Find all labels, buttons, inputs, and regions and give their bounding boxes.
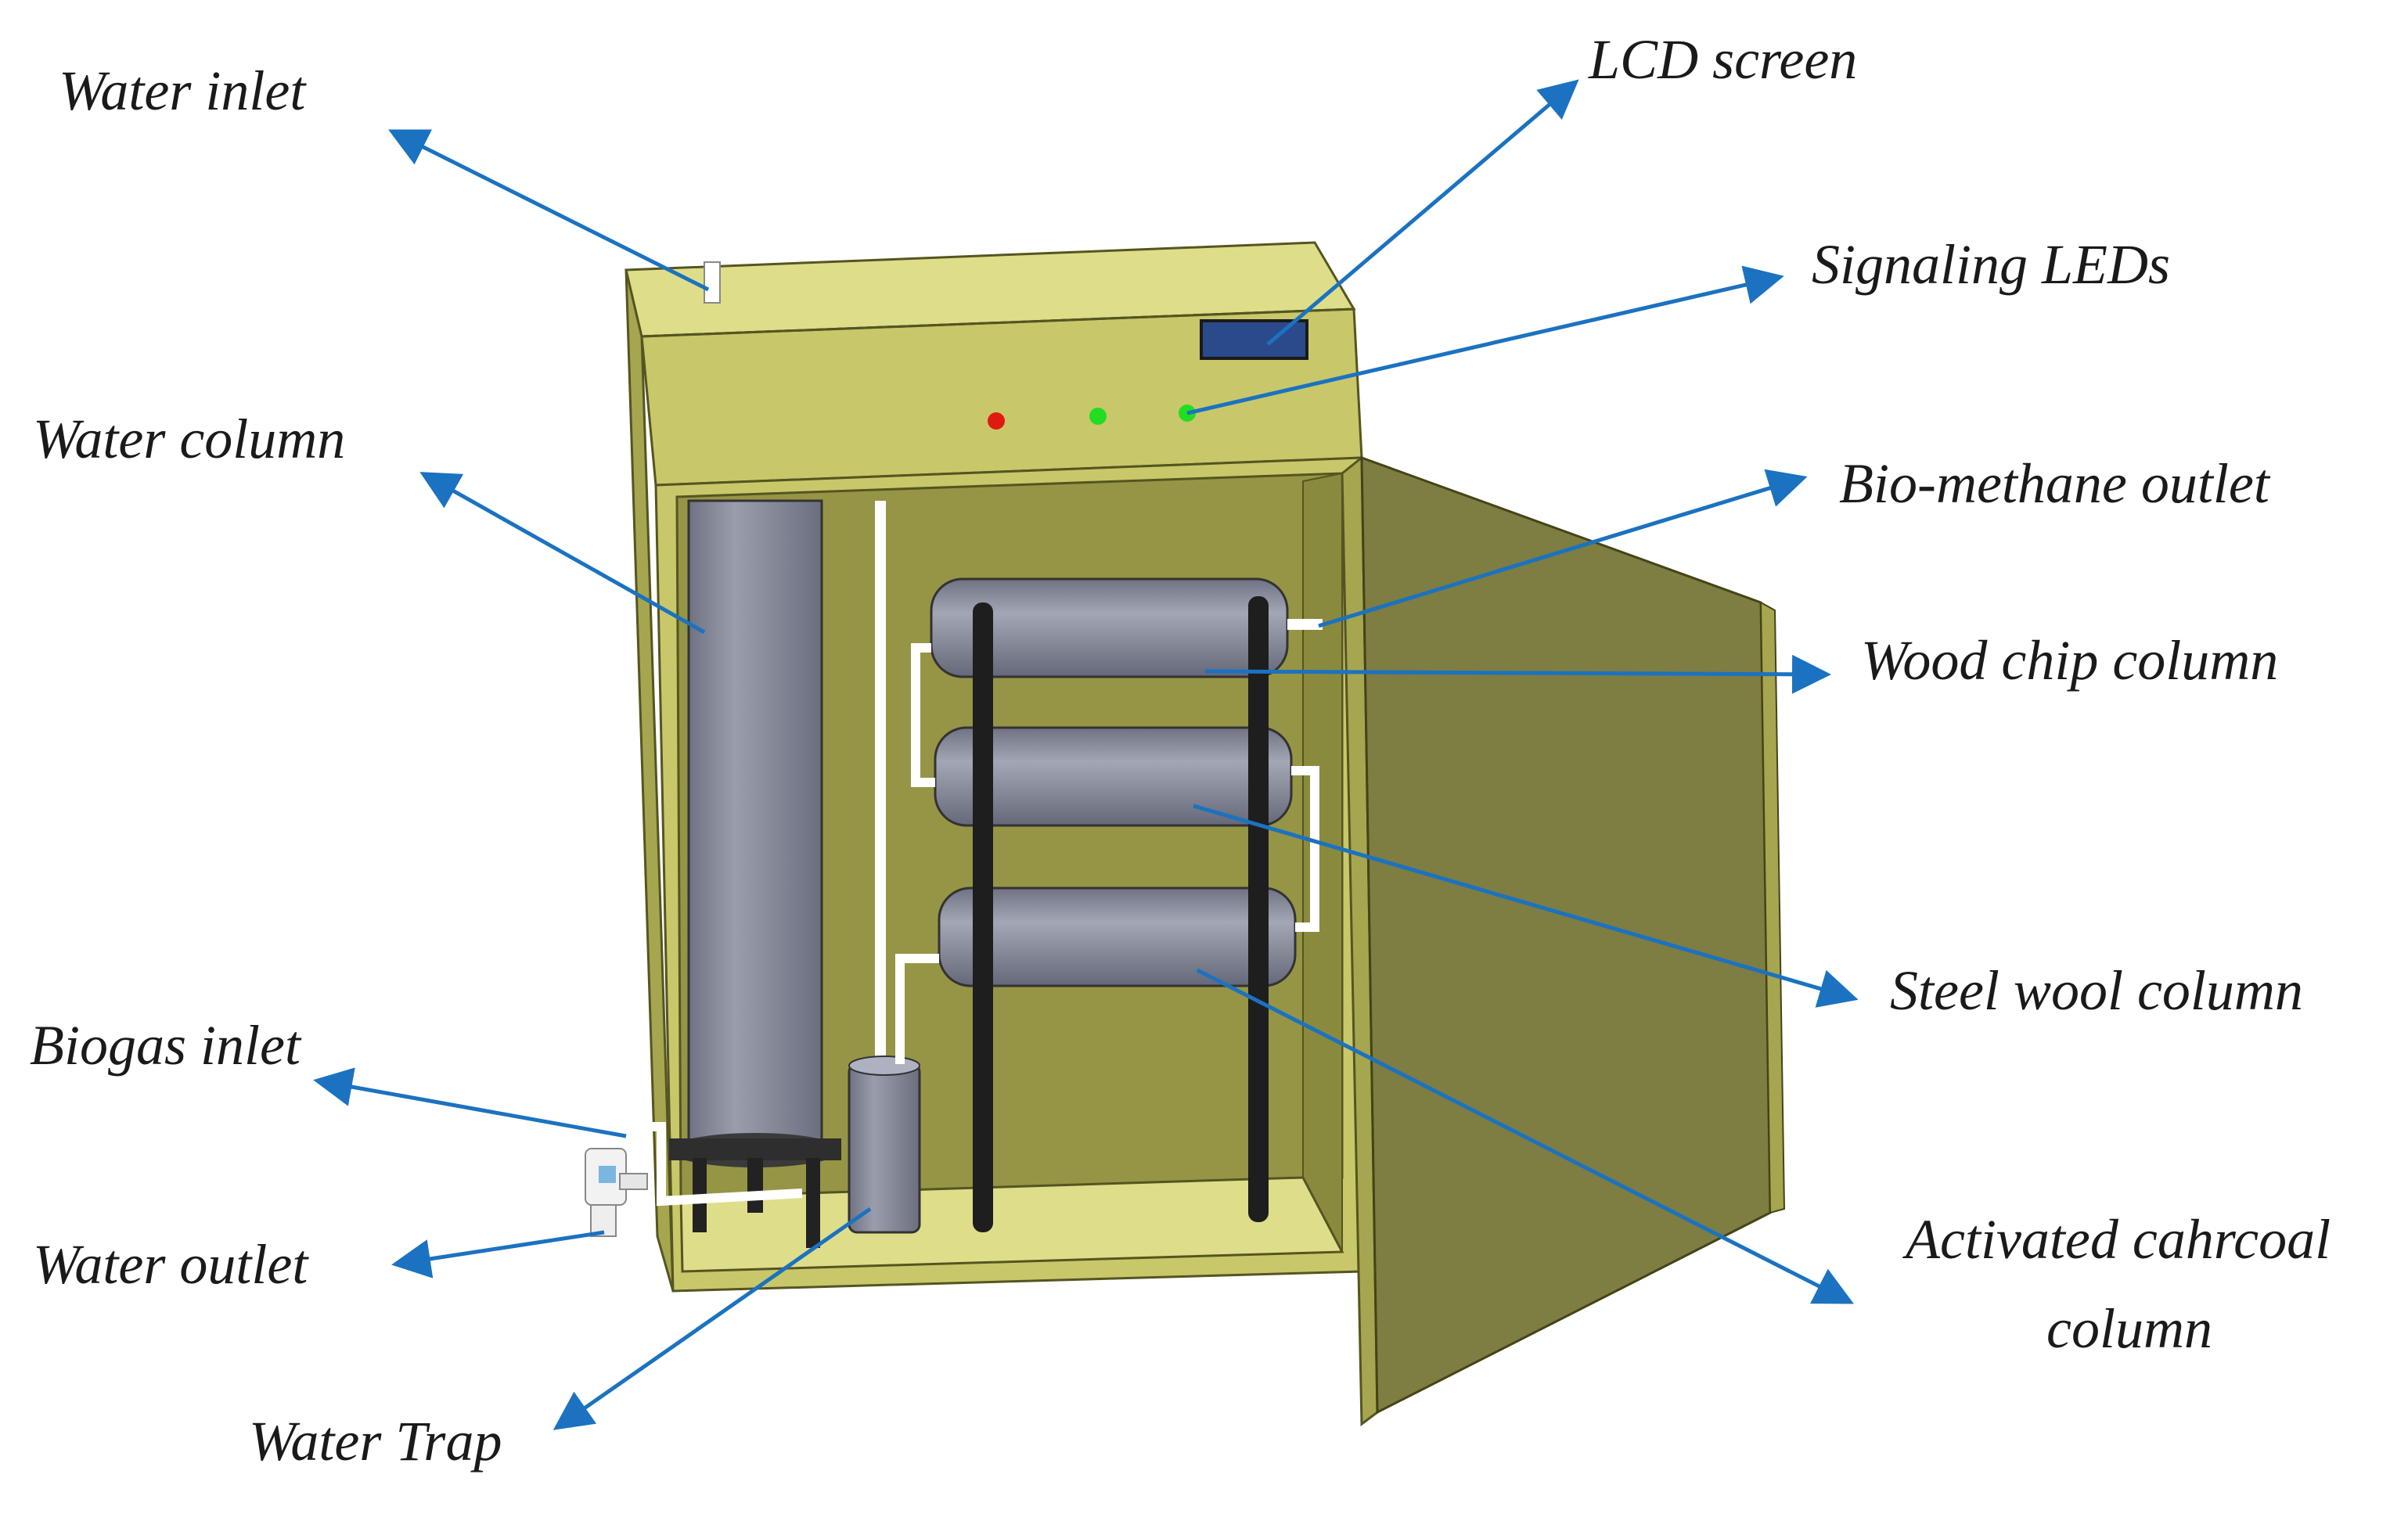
- label-water-outlet: Water outlet: [33, 1233, 309, 1296]
- arrow-activated-charcoal-column: [1196, 968, 1854, 1304]
- arrow-water-column: [419, 472, 706, 635]
- support-rod-left: [973, 602, 993, 1232]
- biogas-inlet-pipe: [646, 1122, 803, 1207]
- arrow-water-trap: [553, 1207, 872, 1430]
- trap-to-charcoal-pipe: [895, 954, 939, 1064]
- label-biogas-inlet: Biogas inlet: [30, 1014, 302, 1077]
- arrow-water-inlet: [388, 129, 710, 292]
- arrow-steel-wool-column: [1193, 804, 1859, 1008]
- connector-pipe-right: [1291, 766, 1319, 932]
- water-column: [669, 499, 841, 1248]
- label-water-column: Water column: [33, 408, 345, 470]
- label-lcd-screen: LCD screen: [1588, 28, 1857, 91]
- callout-arrows: [313, 79, 1859, 1430]
- steel-wool-column: [934, 726, 1293, 827]
- arrow-biogas-inlet: [313, 1067, 627, 1138]
- label-activated-charcoal-line2: column: [2046, 1297, 2212, 1360]
- water-outlet-tap: [585, 1148, 648, 1237]
- cabinet-door: [1341, 455, 1786, 1426]
- label-steel-wool-column: Steel wool column: [1890, 959, 2303, 1022]
- arrow-bio-methane-outlet: [1318, 469, 1808, 628]
- led-green-1: [1089, 408, 1107, 425]
- label-wood-chip-column: Wood chip column: [1861, 629, 2278, 692]
- cabinet-interior-floor: [679, 1176, 1344, 1273]
- water-trap: [848, 1055, 921, 1234]
- arrow-wood-chip-column: [1204, 654, 1831, 694]
- led-red: [988, 412, 1005, 430]
- arrow-signaling-leds: [1186, 265, 1784, 415]
- label-bio-methane-outlet: Bio-methane outlet: [1839, 452, 2271, 515]
- support-rod-right: [1248, 596, 1269, 1222]
- callout-labels: Water inlet LCD screen Signaling LEDs Wa…: [30, 28, 2331, 1473]
- label-water-trap: Water Trap: [249, 1410, 502, 1473]
- connector-pipe-left: [911, 643, 935, 787]
- water-inlet-pipe: [704, 261, 721, 304]
- label-signaling-leds: Signaling LEDs: [1812, 233, 2170, 296]
- label-water-inlet: Water inlet: [59, 59, 307, 122]
- arrow-water-outlet: [391, 1230, 605, 1278]
- cabinet: [624, 241, 1363, 1293]
- activated-charcoal-column: [938, 886, 1297, 987]
- lid-edge: [641, 307, 1355, 338]
- label-activated-charcoal-line1: Activated cahrcoal: [1902, 1208, 2331, 1271]
- arrow-lcd-screen: [1266, 79, 1579, 346]
- cabinet-interior-right: [1302, 472, 1343, 1253]
